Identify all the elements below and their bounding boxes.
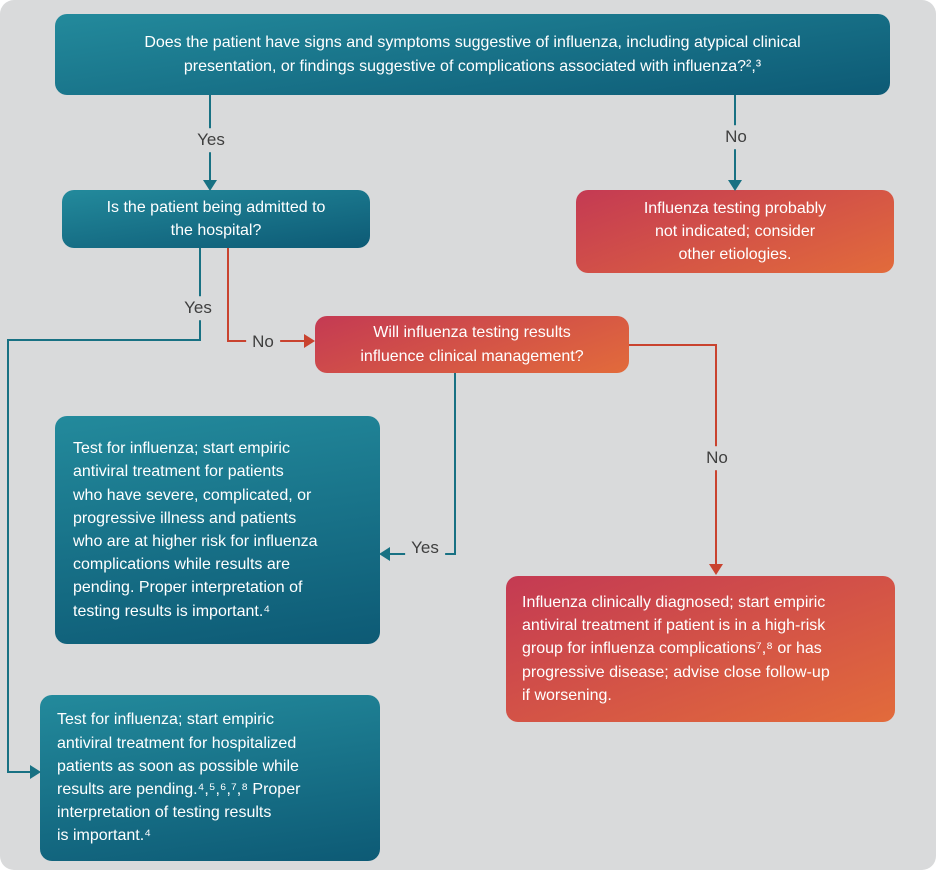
connector-will-yes-line-vertical [454, 373, 456, 555]
admitted-question-box: Is the patient being admitted to the hos… [62, 190, 370, 248]
test-hospitalized-box: Test for influenza; start empiric antivi… [40, 695, 380, 861]
connector-admitted-yes-line-horizontal-2 [7, 771, 31, 773]
connector-admitted-yes-line-vertical-1 [199, 248, 201, 340]
connector-start-yes-label: Yes [191, 128, 231, 152]
test-empiric-severe-box: Test for influenza; start empiric antivi… [55, 416, 380, 644]
connector-will-no-label: No [700, 446, 734, 470]
connector-will-yes-arrowhead [379, 547, 390, 561]
connector-admitted-yes-line-vertical-2 [7, 339, 9, 773]
connector-admitted-no-line-vertical [227, 248, 229, 342]
connector-admitted-yes-line-horizontal-1 [7, 339, 201, 341]
connector-start-no-arrowhead [728, 180, 742, 191]
connector-admitted-no-arrowhead [304, 334, 315, 348]
connector-will-no-line-horizontal [629, 344, 717, 346]
connector-admitted-yes-label: Yes [178, 296, 218, 320]
connector-admitted-yes-arrowhead [30, 765, 41, 779]
start-question-box: Does the patient have signs and symptoms… [55, 14, 890, 95]
clinical-diagnosis-box: Influenza clinically diagnosed; start em… [506, 576, 895, 722]
connector-will-yes-label: Yes [405, 536, 445, 560]
connector-start-no-label: No [719, 125, 753, 149]
connector-start-yes-arrowhead [203, 180, 217, 191]
connector-will-no-arrowhead [709, 564, 723, 575]
connector-admitted-no-label: No [246, 330, 280, 354]
testing-not-indicated-box: Influenza testing probably not indicated… [576, 190, 894, 273]
testing-influence-question-box: Will influenza testing results influence… [315, 316, 629, 373]
